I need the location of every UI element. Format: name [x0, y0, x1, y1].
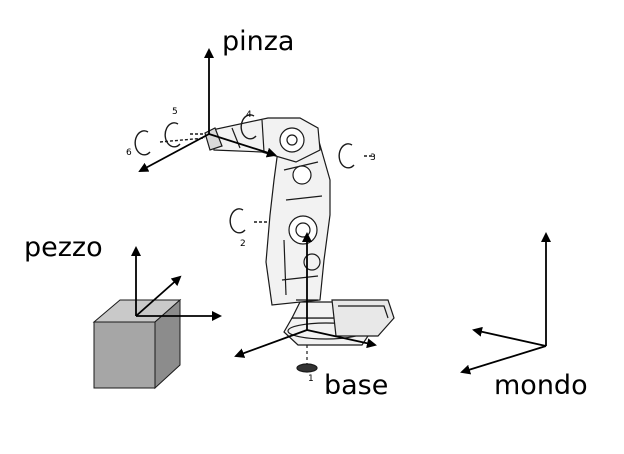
- pezzo-y-axis: [135, 275, 182, 317]
- pinza-label: pinza: [222, 26, 294, 57]
- cube-front-face: [93, 321, 156, 389]
- joint-number-1: 1: [308, 374, 314, 384]
- mondo-label: mondo: [494, 370, 588, 401]
- joint-number-3: 3: [370, 153, 376, 163]
- mondo-x-axis: [472, 326, 547, 347]
- robot-forearm: [204, 117, 321, 163]
- pezzo-frame: [131, 246, 222, 321]
- robot-arm: [134, 114, 395, 373]
- mondo-y-axis: [460, 345, 547, 375]
- workpiece-cube: [92, 298, 182, 390]
- base-y-axis: [234, 329, 308, 358]
- pinza-frame: [138, 48, 277, 172]
- joint-number-5: 5: [172, 107, 178, 117]
- joint-rotation-arrows: [134, 114, 375, 234]
- mondo-frame: [460, 232, 551, 375]
- pinza-y-axis: [138, 133, 210, 172]
- joint-numbers: 1 2 3 4 5 6: [126, 107, 376, 384]
- pinza-x-axis: [208, 133, 277, 158]
- joint-number-4: 4: [246, 110, 252, 120]
- base-x-axis: [306, 329, 377, 349]
- base-label: base: [324, 370, 388, 401]
- robot-base-pedestal: [283, 299, 395, 373]
- joint-number-6: 6: [126, 148, 132, 158]
- pezzo-label: pezzo: [24, 232, 103, 263]
- base-frame: [234, 232, 377, 358]
- robot-lower-arm: [265, 137, 331, 306]
- joint-number-2: 2: [240, 239, 246, 249]
